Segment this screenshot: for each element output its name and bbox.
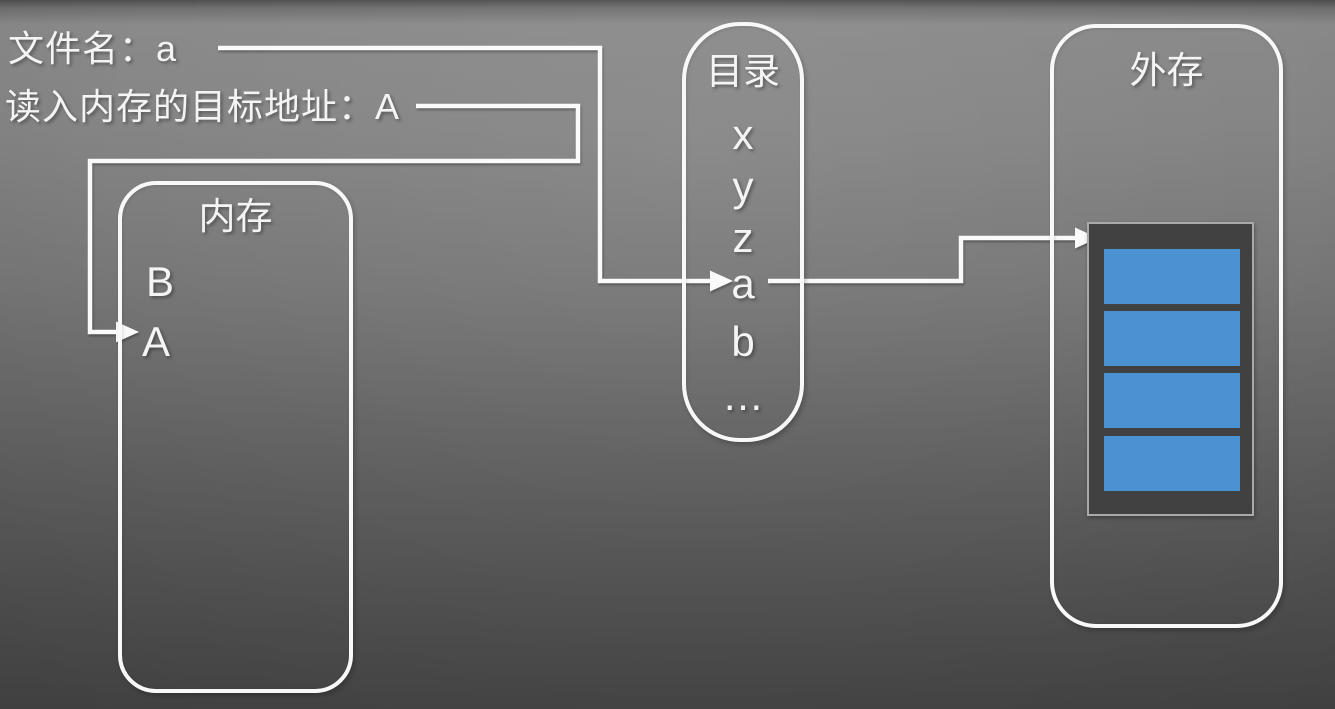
directory-entry-ellipsis: … (722, 372, 764, 419)
directory-entry-z: z (732, 214, 754, 261)
target-address-annotation: 读入内存的目标地址：A (5, 86, 401, 127)
external-storage-box: 外存 (1050, 24, 1283, 628)
storage-block (1104, 311, 1240, 366)
directory-entry-x: x (732, 111, 754, 158)
directory-entry-a: a (731, 260, 755, 307)
directory-entry-y: y (732, 163, 754, 210)
memory-item-a: A (142, 318, 171, 365)
directory-title: 目录 (706, 51, 780, 92)
storage-file-panel (1087, 222, 1254, 516)
memory-item-b: B (146, 258, 175, 305)
storage-block (1104, 249, 1240, 304)
memory-box: 内存 (118, 181, 353, 693)
wire-directory-to-storage (768, 235, 1077, 284)
directory-box: 目录 (682, 22, 804, 442)
storage-block (1104, 436, 1240, 491)
memory-title: 内存 (198, 196, 273, 237)
storage-block (1104, 373, 1240, 428)
external-storage-title: 外存 (1129, 50, 1204, 91)
filename-annotation: 文件名：a (8, 28, 178, 69)
directory-entry-b: b (731, 318, 755, 365)
